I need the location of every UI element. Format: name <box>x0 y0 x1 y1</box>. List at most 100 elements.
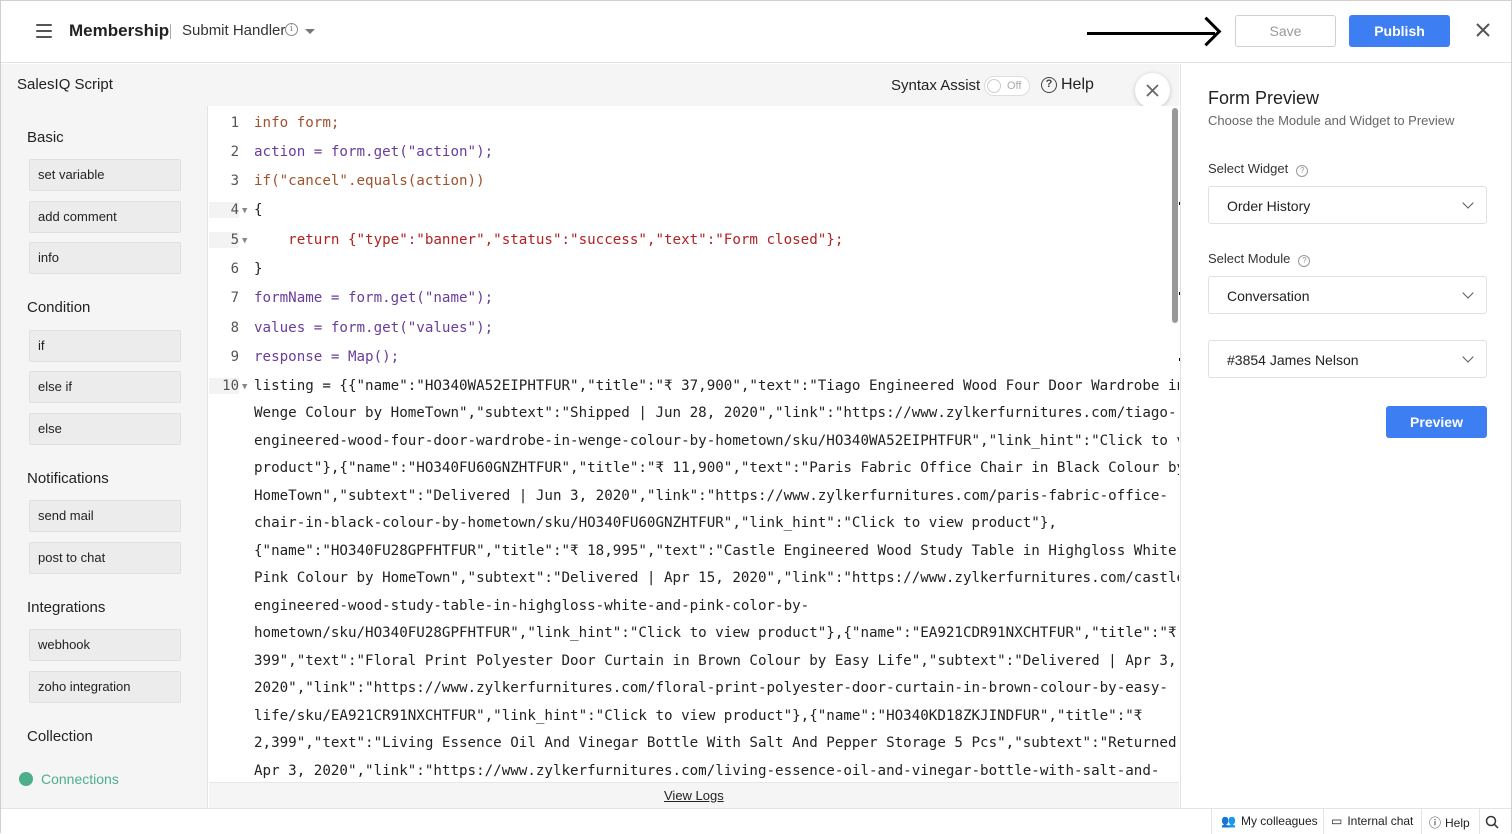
code-line-1: info form; <box>254 115 340 131</box>
internal-chat-label: Internal chat <box>1347 814 1414 828</box>
code-line-10-wrap-1: Wenge Colour by HomeTown","subtext":"Shi… <box>254 405 1177 421</box>
code-line-10-wrap-2: engineered-wood-four-door-wardrobe-in-we… <box>254 433 1179 449</box>
code-line-10-wrap-11: 2020","link":"https://www.zylkerfurnitur… <box>254 680 1168 696</box>
group-condition: Condition <box>27 299 91 316</box>
code-line-10-wrap-9: hometown/sku/HO340FU28GPFHTFUR","link_hi… <box>254 625 1177 641</box>
editor-scrollbar[interactable] <box>1172 108 1178 323</box>
my-colleagues-button[interactable]: 👥 My colleagues <box>1221 814 1318 828</box>
record-select[interactable]: #3854 James Nelson <box>1208 340 1487 378</box>
close-icon[interactable] <box>1474 21 1492 39</box>
snippet-if[interactable]: if <box>29 330 181 362</box>
my-colleagues-label: My colleagues <box>1240 814 1318 828</box>
snippet-info[interactable]: info <box>29 242 181 274</box>
toggle-knob <box>987 79 1001 93</box>
app-title: Membership <box>69 21 170 40</box>
snippet-post-to-chat[interactable]: post to chat <box>29 542 181 574</box>
people-icon: 👥 <box>1221 814 1236 828</box>
handler-title: Submit Handler <box>182 22 286 39</box>
help-icon: ⓘ <box>1429 816 1442 830</box>
code-line-10-wrap-14: Apr 3, 2020","link":"https://www.zylkerf… <box>254 763 1160 779</box>
code-line-9: response = Map(); <box>254 349 400 365</box>
snippet-set-variable[interactable]: set variable <box>29 159 181 191</box>
form-preview-subtitle: Choose the Module and Widget to Preview <box>1208 113 1455 128</box>
snippet-send-mail[interactable]: send mail <box>29 500 181 532</box>
line-number: 10 <box>209 378 239 394</box>
select-widget-label: Select Widget? <box>1208 161 1309 177</box>
fold-arrow-icon[interactable]: ▼ <box>242 206 248 216</box>
record-select-value: #3854 James Nelson <box>1227 352 1359 368</box>
question-icon[interactable]: ? <box>1296 165 1309 177</box>
code-line: action = form.get("action"); <box>254 144 493 160</box>
chevron-down-icon <box>1462 351 1474 363</box>
line-number: 6 <box>230 261 239 277</box>
select-module-label-text: Select Module <box>1208 251 1291 266</box>
search-icon[interactable] <box>1485 815 1499 829</box>
code-line-10-wrap-12: life/sku/EA921CR91NXCHTFUR","link_hint":… <box>254 708 1143 724</box>
line-number: 7 <box>230 290 239 306</box>
connections-label: Connections <box>41 771 119 787</box>
line-number: 1 <box>230 115 239 131</box>
code-line: return {"type":"banner","status":"succes… <box>254 232 843 248</box>
close-editor-button[interactable] <box>1135 73 1170 108</box>
code-line-10-wrap-0: listing = {{"name":"HO340WA52EIPHTFUR","… <box>254 378 1179 394</box>
select-module-label: Select Module? <box>1208 251 1311 267</box>
code-line-8: values = form.get("values"); <box>254 320 494 336</box>
code-line-4: { <box>254 202 263 218</box>
script-title: SalesIQ Script <box>17 76 113 93</box>
widget-select-value: Order History <box>1227 198 1311 214</box>
chat-icon: ▭ <box>1331 814 1343 828</box>
code-line-3: if("cancel".equals(action)) <box>254 173 485 189</box>
script-header: SalesIQ Script Syntax Assist Off ? Help <box>1 64 1179 106</box>
module-select[interactable]: Conversation <box>1208 276 1487 314</box>
code-editor[interactable]: 1 info form; 2 action = form.get("action… <box>209 106 1179 782</box>
module-select-value: Conversation <box>1227 288 1310 304</box>
chevron-down-icon[interactable] <box>305 29 315 34</box>
code-line: } <box>254 261 263 277</box>
fold-arrow-icon[interactable]: ▼ <box>242 382 248 392</box>
code-line-2: action = form.get("action"); <box>254 144 494 160</box>
group-collection: Collection <box>27 728 93 745</box>
connections-link[interactable]: Connections <box>19 771 119 787</box>
line-number: 4 <box>209 202 239 218</box>
menu-icon[interactable] <box>36 24 52 38</box>
code-line-10-wrap-8: engineered-wood-study-table-in-highgloss… <box>254 598 810 614</box>
snippet-webhook[interactable]: webhook <box>29 629 181 661</box>
widget-select[interactable]: Order History <box>1208 186 1487 224</box>
code-line-10-wrap-13: 2,399","text":"Living Essence Oil And Vi… <box>254 735 1179 751</box>
footer-divider <box>1421 809 1422 834</box>
publish-button[interactable]: Publish <box>1349 15 1450 47</box>
fold-arrow-icon[interactable]: ▼ <box>242 236 248 246</box>
form-preview-panel: Form Preview Choose the Module and Widge… <box>1180 64 1511 808</box>
code-line: { <box>254 202 263 218</box>
code-line-10-wrap-6: {"name":"HO340FU28GPFHTFUR","title":"₹ 1… <box>254 543 1179 559</box>
select-widget-label-text: Select Widget <box>1208 161 1289 176</box>
snippet-else[interactable]: else <box>29 413 181 445</box>
code-line: response = Map(); <box>254 349 399 365</box>
snippet-add-comment[interactable]: add comment <box>29 201 181 233</box>
question-icon[interactable]: ? <box>1298 255 1311 267</box>
annotation-arrow-save <box>1087 32 1215 35</box>
snippet-else-if[interactable]: else if <box>29 371 181 403</box>
editor-bottom-bar: View Logs <box>209 782 1179 808</box>
preview-button[interactable]: Preview <box>1386 406 1487 438</box>
code-line: if("cancel".equals(action)) <box>254 173 485 189</box>
help-link[interactable]: Help <box>1061 76 1094 93</box>
internal-chat-button[interactable]: ▭ Internal chat <box>1331 814 1413 828</box>
form-preview-title: Form Preview <box>1208 88 1320 108</box>
top-bar: Membership Submit Handler i Save Publish <box>1 1 1511 63</box>
code-line: values = form.get("values"); <box>254 320 493 336</box>
group-basic: Basic <box>27 129 64 146</box>
snippet-zoho-integration[interactable]: zoho integration <box>29 671 181 703</box>
line-number: 9 <box>230 349 239 365</box>
save-button[interactable]: Save <box>1235 15 1336 47</box>
code-line-10-wrap-7: Pink Colour by HomeTown","subtext":"Deli… <box>254 570 1179 586</box>
view-logs-link[interactable]: View Logs <box>664 788 724 803</box>
help-icon[interactable]: ? <box>1041 77 1057 93</box>
syntax-assist-toggle[interactable]: Off <box>984 76 1030 96</box>
info-icon[interactable]: i <box>285 23 298 36</box>
footer-help-label: Help <box>1445 816 1470 830</box>
chevron-down-icon <box>1462 197 1474 209</box>
title-divider <box>170 24 171 39</box>
snippet-sidebar: Basic set variable add comment info Cond… <box>1 106 208 808</box>
